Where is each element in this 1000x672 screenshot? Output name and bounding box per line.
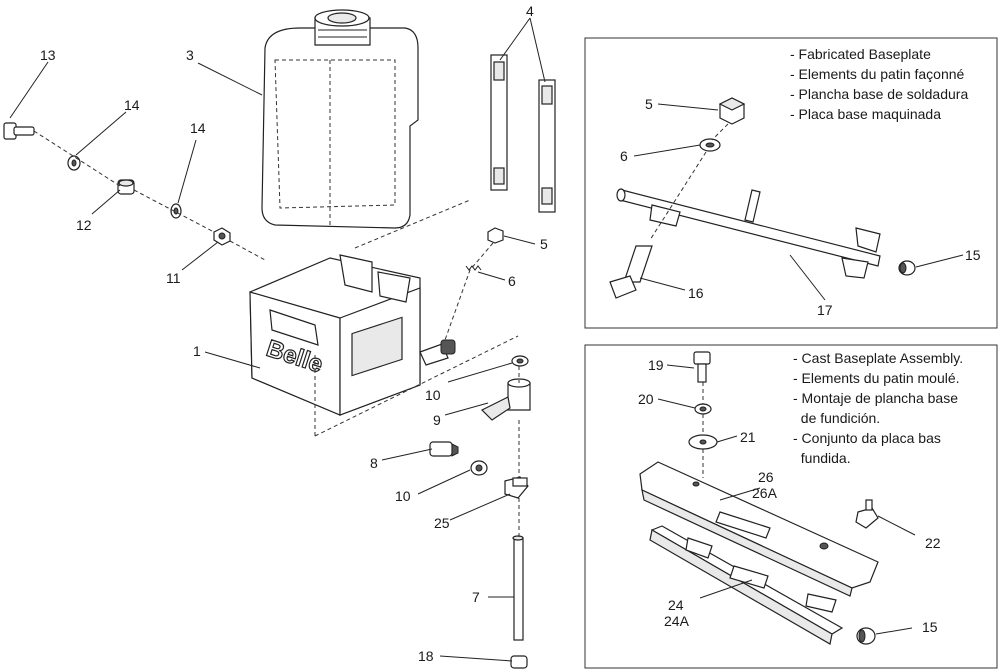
label-7: 7: [472, 589, 480, 605]
label-10-lower: 10: [395, 488, 411, 504]
fab-note-2: - Elements du patin façonné: [790, 66, 965, 82]
label-24: 24: [668, 597, 684, 613]
fab-note-1: - Fabricated Baseplate: [790, 46, 931, 62]
label-26: 26: [758, 469, 774, 485]
label-6-main: 6: [508, 273, 516, 289]
label-8: 8: [370, 455, 378, 471]
label-20: 20: [638, 391, 654, 407]
fab-axis: [649, 123, 729, 241]
cast-rail-24: [649, 525, 844, 645]
label-15-cast: 15: [922, 619, 938, 635]
label-19: 19: [648, 357, 664, 373]
cast-note-2: - Elements du patin moulé.: [793, 370, 960, 386]
cast-note-3: - Montaje de plancha base: [793, 390, 958, 406]
bolt-13: [3, 122, 35, 140]
label-14-lower: 14: [190, 120, 206, 136]
fabricated-baseplate-box: [584, 37, 998, 329]
label-14-upper: 14: [124, 97, 140, 113]
cast-note-5: - Conjunto da placa bas: [793, 430, 941, 446]
label-25: 25: [434, 515, 450, 531]
baseplate-26: [639, 461, 879, 597]
tube-frame-17: [616, 188, 881, 279]
label-1: 1: [193, 343, 201, 359]
bolt-16: [609, 245, 653, 299]
tank-frame: Belle: [249, 254, 456, 416]
label-5-main: 5: [540, 236, 548, 252]
label-13: 13: [40, 47, 56, 63]
washer-6-fab: [699, 138, 721, 152]
nut-5-main: [487, 227, 504, 244]
washer-14-lower: [170, 203, 182, 219]
label-3: 3: [186, 47, 194, 63]
label-24a: 24A: [664, 613, 690, 629]
cast-note-4: de fundición.: [793, 410, 880, 426]
label-11: 11: [166, 270, 181, 286]
spring-6-main: [465, 265, 482, 271]
washer-10-upper: [511, 355, 529, 367]
label-10-upper: 10: [425, 387, 441, 403]
water-tank: [261, 9, 419, 229]
label-9: 9: [433, 412, 441, 428]
tap-9: [480, 378, 531, 421]
label-5-fab: 5: [645, 96, 653, 112]
label-12: 12: [76, 217, 92, 233]
label-6-fab: 6: [620, 148, 628, 164]
fab-note-4: - Placa base maquinada: [790, 106, 941, 122]
label-22: 22: [925, 535, 941, 551]
fab-note-3: - Plancha base de soldadura: [790, 86, 968, 102]
cast-note-1: - Cast Baseplate Assembly.: [793, 350, 963, 366]
tank-strap-left: [490, 54, 508, 191]
label-18: 18: [418, 648, 434, 664]
washer-20: [694, 403, 712, 415]
label-21: 21: [740, 429, 756, 445]
tank-strap-right: [538, 79, 556, 213]
elbow-22: [855, 499, 879, 529]
washer-10-lower: [470, 460, 488, 476]
clip-18: [510, 655, 528, 669]
nut-5-fab: [718, 97, 746, 125]
frame-ghost: [314, 335, 519, 437]
label-16: 16: [688, 285, 704, 301]
cap-15-cast: [856, 627, 876, 645]
washer-14-upper: [67, 155, 81, 171]
cast-baseplate-notes: - Cast Baseplate Assembly. - Elements du…: [793, 350, 963, 466]
tube-7: [512, 535, 524, 641]
cap-15-fab: [898, 260, 916, 276]
spacer-12: [117, 179, 135, 195]
label-17: 17: [817, 302, 833, 318]
cast-note-6: fundida.: [793, 450, 851, 466]
fabricated-baseplate-notes: - Fabricated Baseplate - Elements du pat…: [790, 46, 968, 122]
bolt-19: [693, 351, 711, 383]
label-4: 4: [526, 3, 534, 19]
elbow-25: [504, 476, 529, 499]
fitting-8: [429, 441, 459, 457]
nut-11: [213, 227, 231, 246]
fastener-axis-left: [33, 130, 266, 261]
washer-21: [688, 434, 718, 450]
cast-baseplate-box: [584, 344, 998, 669]
fitting-axis: [444, 242, 494, 341]
label-15-fab: 15: [965, 247, 981, 263]
label-26a: 26A: [752, 485, 778, 501]
